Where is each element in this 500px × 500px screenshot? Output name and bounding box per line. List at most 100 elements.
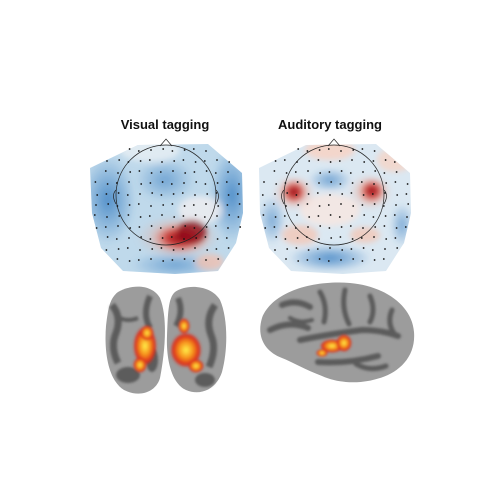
- electrode-dot: [307, 226, 309, 228]
- electrode-dot: [352, 149, 355, 151]
- electrode-dot: [148, 215, 151, 217]
- electrode-dot: [170, 183, 173, 185]
- electrode-dot: [394, 181, 397, 183]
- electrode-dot: [237, 216, 240, 218]
- electrode-dot: [195, 181, 198, 183]
- electrode-dot: [395, 171, 398, 173]
- electrode-dot: [140, 183, 143, 185]
- electrode-dot: [117, 192, 120, 194]
- electrode-dot: [341, 249, 344, 251]
- electrode-dot: [371, 193, 374, 195]
- electrode-dot: [227, 247, 230, 249]
- electrode-dot: [360, 237, 363, 239]
- electrode-dot: [307, 170, 309, 172]
- electrode-dot: [203, 216, 206, 218]
- electrode-dot: [363, 161, 366, 163]
- electrode-dot: [382, 258, 385, 260]
- electrode-dot: [350, 192, 353, 194]
- electrode-dot: [204, 236, 207, 238]
- electrode-dot: [373, 150, 376, 152]
- electrode-dot: [150, 149, 152, 151]
- electrode-dot: [129, 171, 132, 173]
- electrode-dot: [151, 192, 154, 194]
- topomap-visual: [90, 144, 243, 274]
- electrode-dot: [318, 149, 321, 151]
- electrode-dot: [295, 194, 298, 196]
- electrode-dot: [373, 259, 376, 261]
- electrode-dot: [172, 170, 174, 172]
- electrode-dot: [117, 172, 119, 174]
- electrode-dot: [382, 205, 385, 207]
- electrode-dot: [150, 205, 152, 207]
- electrode-dot: [192, 260, 195, 262]
- electrode-dot: [117, 225, 119, 227]
- electrode-dot: [238, 183, 240, 185]
- electrode-dot: [373, 236, 375, 238]
- electrode-dot: [363, 214, 366, 216]
- electrode-dot: [215, 248, 218, 250]
- electrode-dot: [308, 160, 311, 162]
- electrode-dot: [283, 159, 286, 161]
- head-outline-visual: [113, 138, 219, 246]
- electrode-dot: [161, 214, 163, 216]
- electrode-dot: [297, 148, 300, 150]
- electrode-dot: [285, 205, 287, 207]
- electrode-dot: [306, 203, 309, 205]
- electrode-dot: [351, 182, 354, 184]
- electrode-dot: [148, 159, 151, 161]
- electrode-dot: [138, 170, 141, 172]
- electrode-dot: [284, 182, 287, 184]
- electrode-dot: [181, 248, 184, 250]
- electrode-dot: [374, 170, 377, 172]
- electrode-dot: [160, 194, 163, 196]
- electrode-dot: [284, 238, 287, 240]
- electrode-dot: [236, 193, 239, 195]
- electrode-dot: [407, 203, 410, 205]
- electrode-dot: [395, 227, 398, 229]
- electrode-dot: [274, 216, 277, 218]
- electrode-dot: [194, 214, 197, 216]
- electrode-dot: [328, 227, 331, 229]
- electrode-dot: [329, 194, 331, 196]
- electrode-dot: [316, 248, 319, 250]
- electrode-dot: [115, 238, 118, 240]
- electrode-dot: [352, 258, 355, 260]
- electrode-dot: [341, 193, 344, 195]
- electrode-dot: [385, 182, 388, 184]
- electrode-dot: [338, 160, 341, 162]
- electrode-dot: [139, 216, 142, 218]
- electrode-dot: [138, 226, 141, 228]
- electrode-dot: [317, 159, 320, 161]
- electrode-dot: [173, 216, 176, 218]
- electrode-dot: [318, 238, 320, 240]
- electrode-dot: [95, 227, 98, 229]
- electrode-dot: [184, 225, 187, 227]
- electrode-dot: [340, 259, 342, 261]
- electrode-dot: [275, 236, 278, 238]
- electrode-dot: [306, 150, 309, 152]
- electrode-dot: [371, 249, 374, 251]
- electrode-dot: [327, 260, 330, 262]
- electrode-dot: [274, 160, 277, 162]
- electrode-dot: [228, 161, 231, 163]
- electrode-dot: [172, 249, 175, 251]
- electrode-dot: [225, 237, 228, 239]
- electrode-dot: [172, 226, 174, 228]
- electrode-dot: [263, 204, 266, 206]
- electrode-dot: [183, 258, 186, 260]
- electrode-dot: [193, 227, 196, 229]
- electrode-dot: [105, 193, 108, 195]
- electrode-dot: [115, 182, 118, 184]
- electrode-dot: [206, 193, 209, 195]
- electrode-dot: [204, 183, 207, 185]
- electrode-dot: [192, 148, 195, 150]
- electrode-dot: [104, 170, 107, 172]
- electrode-dot: [305, 183, 308, 185]
- electrode-dot: [273, 226, 276, 228]
- electrode-dot: [214, 172, 217, 174]
- electrode-dot: [217, 258, 220, 260]
- electrode-dot: [349, 225, 352, 227]
- electrode-dot: [340, 226, 343, 228]
- electrode-dot: [405, 193, 408, 195]
- electrode-dot: [216, 238, 219, 240]
